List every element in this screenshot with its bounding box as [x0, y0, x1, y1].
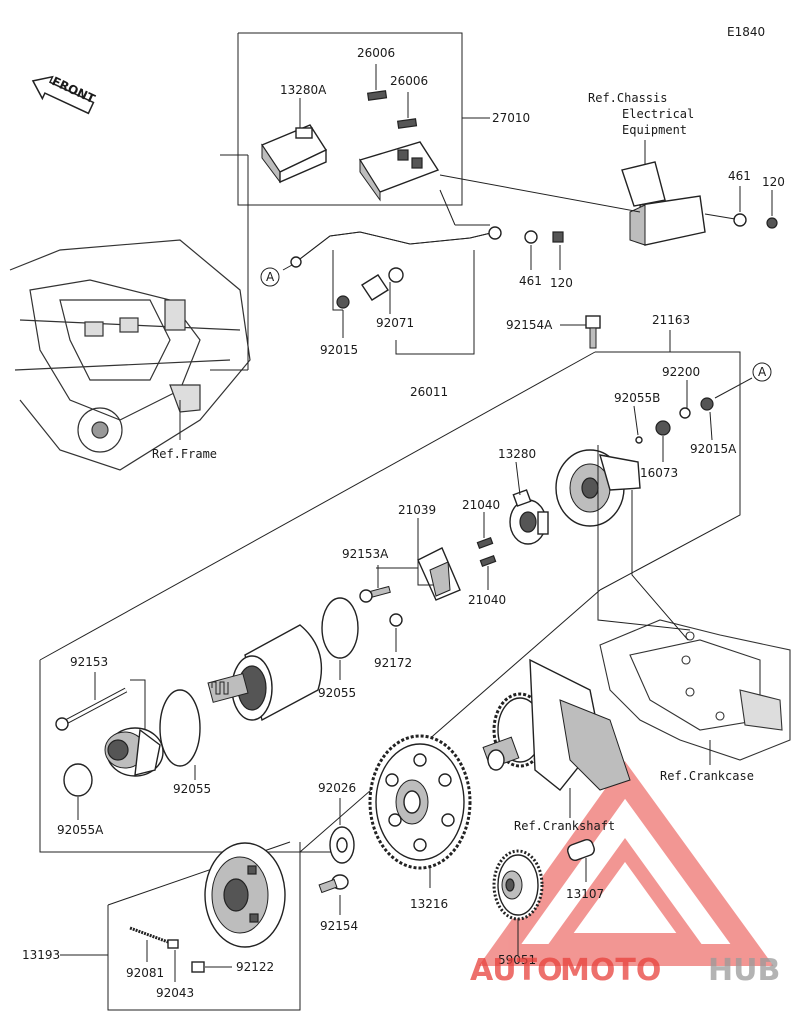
oring-92055-lower [159, 689, 201, 767]
watermark-logo [478, 761, 774, 966]
brush-holder-13280 [509, 489, 549, 545]
oring-92055B [635, 436, 643, 444]
label-16073: 16073 [640, 466, 678, 480]
label-461-b: 461 [519, 274, 542, 288]
sleeve-13107 [567, 839, 595, 861]
label-92055A: 92055A [57, 823, 104, 837]
diagram-code: E1840 [727, 25, 765, 39]
label-120-a: 120 [762, 175, 785, 189]
starter-gear-13216 [368, 734, 472, 870]
watermark-hub: HUB [708, 953, 780, 988]
ref-crankshaft: Ref.Crankshaft [514, 819, 615, 833]
frame-sketch [9, 239, 251, 471]
label-27010: 27010 [492, 111, 530, 125]
label-13280: 13280 [498, 447, 536, 461]
pin-92043 [167, 939, 179, 949]
label-13280A: 13280A [280, 83, 327, 97]
roller-92122 [191, 961, 205, 973]
label-92055-a: 92055 [318, 686, 356, 700]
watermark-text: AUTO MOTO HUB [470, 953, 780, 988]
label-92154: 92154 [320, 919, 358, 933]
watermark-auto: AUTO [470, 953, 563, 988]
label-21039: 21039 [398, 503, 436, 517]
nut-16073 [655, 420, 671, 436]
nut-120-a [766, 217, 778, 229]
label-92015A: 92015A [690, 442, 737, 456]
ref-crankcase: Ref.Crankcase [660, 769, 754, 783]
end-cover-21163 [555, 449, 641, 527]
label-21040-b: 21040 [468, 593, 506, 607]
boot-92071 [361, 267, 404, 301]
label-92055-b: 92055 [173, 782, 211, 796]
callout-a-right [752, 362, 772, 382]
ref-frame: Ref.Frame [152, 447, 217, 461]
label-21163: 21163 [652, 313, 690, 327]
oring-92055A [63, 763, 93, 797]
label-13216: 13216 [410, 897, 448, 911]
label-92026: 92026 [318, 781, 356, 795]
clutch-box [107, 842, 301, 1011]
label-26011: 26011 [410, 385, 448, 399]
crankshaft-ref [482, 658, 631, 791]
label-92043: 92043 [156, 986, 194, 1000]
label-92153A: 92153A [342, 547, 389, 561]
fuse-26006-a [366, 90, 388, 101]
starter-cable-26011 [290, 226, 502, 268]
starter-box-left [39, 660, 300, 853]
label-92153: 92153 [70, 655, 108, 669]
nut-92015 [336, 295, 350, 309]
front-arrow-icon [31, 75, 95, 115]
washer-461-b [524, 230, 538, 244]
ref-chassis-1: Ref.Chassis [588, 91, 667, 105]
front-cover [104, 727, 164, 777]
label-92172: 92172 [374, 656, 412, 670]
electrical-equipment-ref [621, 161, 706, 246]
label-59051: 59051 [498, 953, 536, 967]
label-461-a: 461 [728, 169, 751, 183]
spring-21040-b [479, 555, 497, 567]
label-92154A: 92154A [506, 318, 553, 332]
ref-chassis-2: Electrical [622, 107, 694, 121]
bolt-92153 [55, 687, 128, 731]
label-120-b: 120 [550, 276, 573, 290]
relay-assembly-27010 [358, 141, 440, 202]
spring-21040-a [476, 537, 494, 549]
bolt-92153A [359, 585, 391, 603]
bolt-92154 [318, 874, 349, 894]
label-21040-a: 21040 [462, 498, 500, 512]
starter-motor-yoke [207, 624, 323, 722]
starter-clutch-13193 [204, 842, 286, 948]
label-13193: 13193 [22, 948, 60, 962]
nut-120-b [552, 231, 564, 243]
label-92015: 92015 [320, 343, 358, 357]
washer-92200 [679, 407, 691, 419]
label-92081: 92081 [126, 966, 164, 980]
callout-a-right-text: A [758, 365, 767, 379]
label-26006-b: 26006 [390, 74, 428, 88]
label-92071: 92071 [376, 316, 414, 330]
idle-gear-59051 [492, 849, 544, 921]
brush-plate-21039 [417, 547, 461, 601]
bolt-92154A [585, 315, 601, 349]
ref-chassis-3: Equipment [622, 123, 687, 137]
label-26006-a: 26006 [357, 46, 395, 60]
label-13107: 13107 [566, 887, 604, 901]
callout-a-left [260, 267, 280, 287]
crankcase-ref [599, 619, 791, 761]
relay-group-frame [237, 32, 463, 206]
washer-461-a [733, 213, 747, 227]
screw-92172 [389, 613, 403, 627]
nut-92015A [700, 397, 714, 411]
watermark-moto: MOTO [560, 953, 661, 988]
fuse-26006-b [396, 118, 418, 129]
spring-92081 [129, 926, 169, 944]
starter-relay-13280A [260, 124, 328, 184]
label-92055B: 92055B [614, 391, 660, 405]
callout-a-left-text: A [266, 270, 275, 284]
label-92200: 92200 [662, 365, 700, 379]
label-92122: 92122 [236, 960, 274, 974]
oring-92055-upper [321, 597, 359, 659]
